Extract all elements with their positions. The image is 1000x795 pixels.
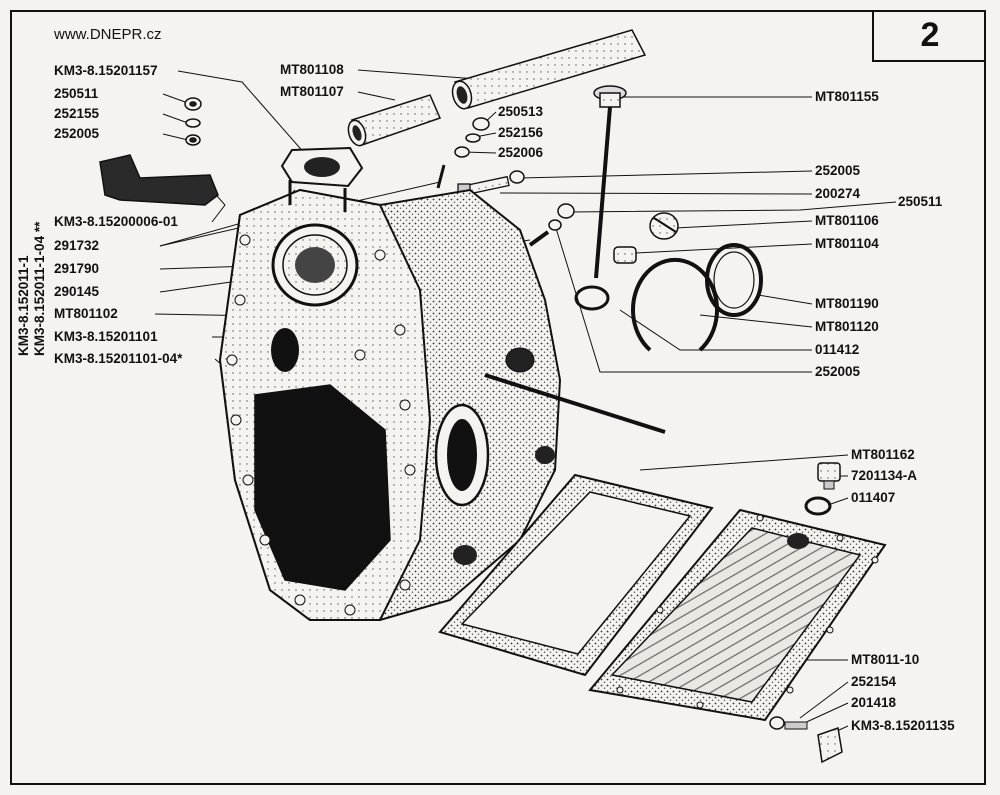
tube-short — [347, 94, 442, 147]
washers-center — [454, 117, 575, 231]
pan-screw — [769, 716, 843, 764]
plugs — [613, 212, 679, 264]
part-label: KM3-8.15201157 — [54, 63, 158, 78]
part-label: MT801155 — [815, 89, 879, 104]
part-label: MT801102 — [54, 306, 118, 321]
drain-plug — [804, 462, 841, 516]
part-label: 250511 — [54, 86, 99, 101]
part-label: MT801104 — [815, 236, 879, 251]
part-label: 011407 — [851, 490, 896, 505]
part-label: 252005 — [54, 126, 100, 141]
part-label: MT801108 — [280, 62, 344, 77]
part-label: 250513 — [498, 104, 544, 119]
rings — [574, 243, 763, 352]
part-label: KM3-8.15200006-01 — [54, 214, 178, 229]
tube-long — [451, 29, 647, 110]
part-label: 011412 — [815, 342, 860, 357]
part-label: KM3-8.15201101 — [54, 329, 158, 344]
part-label: KM3-8.15201135 — [851, 718, 955, 733]
part-label: 7201134-A — [851, 468, 918, 483]
part-label: 252154 — [851, 674, 897, 689]
vertical-part-label: KM3-8.152011-1 — [16, 255, 31, 356]
part-label: 252155 — [54, 106, 100, 121]
website-label: www.DNEPR.cz — [54, 26, 162, 43]
part-label: MT801162 — [851, 447, 915, 462]
part-label: KM3-8.15201101-04* — [54, 351, 183, 366]
part-label: 200274 — [815, 186, 861, 201]
part-label: 250511 — [898, 194, 943, 209]
part-label: 290145 — [54, 284, 100, 299]
vertical-part-label: KM3-8.152011-1-04 ** — [32, 221, 47, 356]
part-label: 291732 — [54, 238, 100, 253]
part-label: 252005 — [815, 364, 861, 379]
pan-gasket — [438, 473, 714, 677]
bracket — [99, 154, 219, 206]
part-label: MT801120 — [815, 319, 879, 334]
oil-pan — [588, 508, 887, 722]
part-label: MT8011-10 — [851, 652, 920, 667]
part-label: 291790 — [54, 261, 100, 276]
part-label: MT801190 — [815, 296, 879, 311]
part-label: 201418 — [851, 695, 897, 710]
part-label: 252156 — [498, 125, 544, 140]
part-label: MT801106 — [815, 213, 879, 228]
washers-left — [184, 97, 202, 146]
part-label: 252005 — [815, 163, 861, 178]
dipstick — [593, 85, 627, 279]
part-label: 252006 — [498, 145, 544, 160]
gearbox-housing — [218, 164, 666, 621]
page-frame — [10, 10, 986, 785]
page-number: 2 — [920, 15, 940, 54]
page-number-box: 2 — [872, 10, 986, 62]
part-label: MT801107 — [280, 84, 344, 99]
